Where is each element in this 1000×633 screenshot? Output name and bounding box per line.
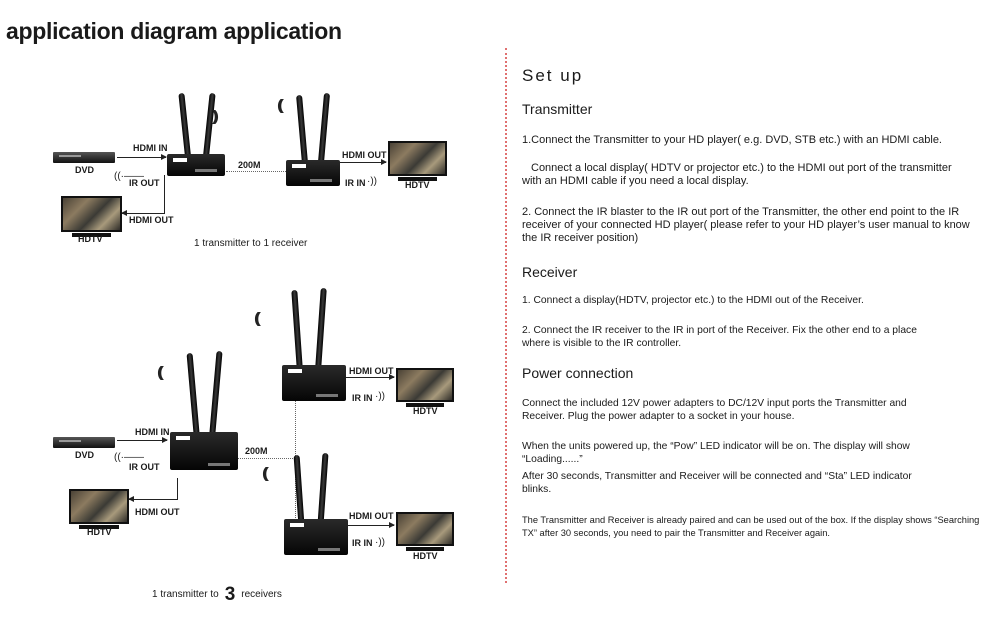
hdmi-out-arrow (346, 374, 395, 380)
ir-out-label: IR OUT (129, 462, 160, 472)
power-step-3: After 30 seconds, Transmitter and Receiv… (522, 471, 912, 495)
dvd-player (53, 152, 115, 163)
hdmi-out-arrow (340, 159, 387, 165)
ir-out-label: IR OUT (129, 178, 160, 188)
receiver-antenna (317, 92, 331, 164)
ir-receiver-icon: ·)) (367, 176, 377, 187)
dvd-player (53, 437, 115, 448)
local-hdtv (69, 489, 129, 529)
hdmi-out-arrow (128, 496, 177, 502)
power-heading: Power connection (522, 365, 634, 381)
hdtv-label: HDTV (405, 180, 430, 190)
hdmi-in-arrow (117, 154, 167, 160)
wireless-signal-icon: ))) (212, 108, 219, 125)
receiver-antenna (291, 289, 303, 369)
transmitter-antenna (209, 350, 223, 434)
hdmi-out-line (164, 175, 165, 214)
ir-in-label: IR IN (352, 393, 373, 403)
caption-suffix: receivers (241, 589, 282, 600)
ir-in-label: IR IN (352, 538, 373, 548)
remote-hdtv (388, 141, 447, 181)
distance-label: 200M (238, 160, 261, 170)
wireless-signal-icon: ((( (157, 364, 164, 381)
hdmi-out-arrow (121, 210, 164, 216)
caption-number: 3 (224, 584, 236, 605)
remote-hdtv (396, 512, 454, 551)
hdtv-label: HDTV (78, 234, 103, 244)
hdmi-out-label: HDMI OUT (349, 511, 394, 521)
transmitter-device (170, 432, 238, 470)
hdmi-in-arrow (117, 437, 168, 443)
wireless-link (226, 171, 286, 172)
transmitter-antenna (186, 352, 200, 434)
dvd-label: DVD (75, 450, 95, 460)
transmitter-step-2: 2. Connect the IR blaster to the IR out … (522, 206, 970, 244)
receiver-antenna (296, 94, 308, 164)
receiver-antenna (315, 287, 327, 369)
caption-top: 1 transmitter to 1 receiver (194, 238, 308, 249)
hdtv-label: HDTV (87, 527, 112, 537)
ir-in-label: IR IN (345, 178, 366, 188)
ir-receiver-icon: ·)) (375, 391, 385, 402)
power-step-1: Connect the included 12V power adapters … (522, 398, 907, 422)
hdmi-out-arrow (348, 522, 395, 528)
receiver-device (284, 519, 348, 555)
hdtv-label: HDTV (413, 406, 438, 416)
page-title: application diagram application (6, 18, 342, 44)
hdtv-label: HDTV (413, 551, 438, 561)
transmitter-device (167, 154, 225, 176)
dvd-label: DVD (75, 165, 95, 175)
hdmi-in-label: HDMI IN (135, 427, 170, 437)
receiver-heading: Receiver (522, 264, 578, 280)
distance-label: 200M (245, 446, 268, 456)
transmitter-antenna (202, 92, 216, 164)
wireless-link (238, 458, 295, 459)
transmitter-step-1-local-display: Connect a local display( HDTV or project… (522, 162, 952, 187)
application-diagram: DVD HDMI IN ))) ((·—— IR OUT HDMI OUT HD… (53, 92, 454, 605)
remote-hdtv (396, 368, 454, 407)
local-hdtv (61, 196, 122, 237)
receiver-antenna (317, 452, 329, 526)
caption-bottom: 1 transmitter to 3 receivers (152, 581, 282, 605)
setup-heading: Set up (522, 66, 584, 85)
hdmi-out-label: HDMI OUT (135, 507, 180, 517)
hdmi-out-line (177, 478, 178, 500)
power-step-4: The Transmitter and Receiver is already … (522, 515, 980, 538)
column-divider (505, 48, 507, 583)
wireless-signal-icon: ((( (277, 97, 284, 114)
transmitter-step-1: 1.Connect the Transmitter to your HD pla… (522, 134, 942, 146)
wireless-signal-icon: ((( (262, 465, 269, 482)
hdmi-out-label: HDMI OUT (129, 215, 174, 225)
ir-receiver-icon: ·)) (375, 537, 385, 548)
receiver-step-1: 1. Connect a display(HDTV, projector etc… (522, 295, 864, 306)
transmitter-antenna (178, 92, 192, 164)
hdmi-in-label: HDMI IN (133, 143, 168, 153)
hdmi-out-label: HDMI OUT (349, 366, 394, 376)
transmitter-heading: Transmitter (522, 101, 593, 117)
caption-prefix: 1 transmitter to (152, 589, 219, 600)
receiver-device (286, 160, 340, 186)
power-step-2: When the units powered up, the “Pow” LED… (522, 441, 910, 465)
ir-blaster-icon: ((·—— (114, 452, 144, 463)
ir-blaster-icon: ((·—— (114, 171, 144, 182)
hdmi-out-label: HDMI OUT (342, 150, 387, 160)
receiver-device (282, 365, 346, 401)
wireless-signal-icon: ((( (254, 310, 261, 327)
receiver-step-2: 2. Connect the IR receiver to the IR in … (522, 325, 917, 349)
